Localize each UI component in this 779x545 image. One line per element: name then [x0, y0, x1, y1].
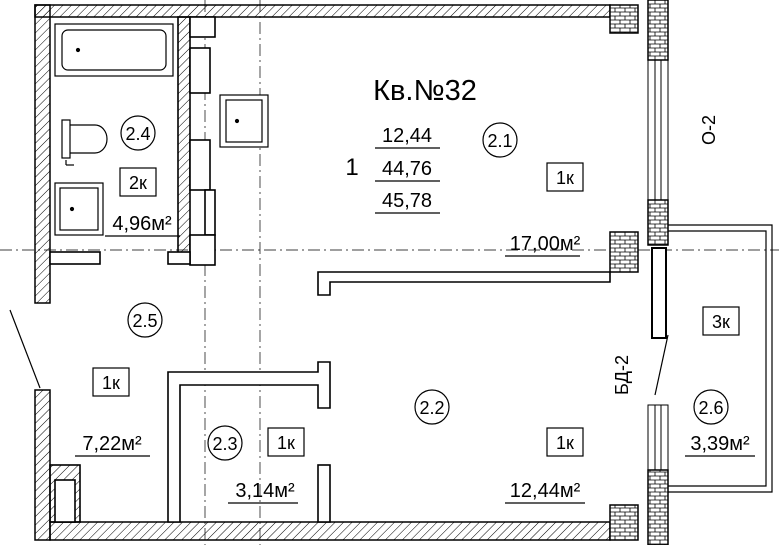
exterior-walls: [34, 0, 669, 545]
room-code: 1к: [556, 433, 574, 453]
axis-label-o2: О-2: [699, 115, 719, 145]
apartment-summary: Кв.№32 1 12,44 44,76 45,78: [345, 75, 477, 214]
room-code: 1к: [556, 168, 574, 188]
room-id: 2.2: [419, 398, 444, 418]
interior-walls: [49, 16, 611, 523]
area-living: 12,44: [382, 125, 432, 147]
room-code: 1к: [102, 373, 120, 393]
room-code: 2к: [129, 173, 147, 193]
room-id: 2.5: [132, 311, 157, 331]
rooms-count: 1: [345, 154, 358, 181]
room-code: 3к: [712, 312, 730, 332]
room-2-4: 2.4 2к 4,96м²: [105, 115, 180, 237]
room-2-2: 2.2 1к 12,44м²: [414, 389, 585, 504]
room-id: 2.4: [125, 124, 150, 144]
apartment-title: Кв.№32: [373, 75, 477, 107]
room-2-3: 2.3 1к 3,14м²: [207, 425, 305, 504]
windows: [647, 59, 669, 471]
entrance-door: [9, 309, 41, 389]
kitchen-sink: [219, 94, 269, 148]
area-with-balcony: 45,78: [382, 190, 432, 212]
room-area: 12,44м²: [510, 480, 581, 502]
area-total: 44,76: [382, 158, 432, 180]
room-2-6: 2.6 3к 3,39м²: [685, 306, 755, 457]
room-id: 2.3: [212, 434, 237, 454]
toilet: [61, 119, 108, 166]
balcony: [654, 224, 773, 493]
room-2-5: 2.5 1к 7,22м²: [75, 302, 163, 457]
room-area: 7,22м²: [82, 433, 142, 455]
room-id: 2.1: [487, 131, 512, 151]
axis-label-bd2: БД-2: [612, 355, 632, 395]
room-code: 1к: [277, 433, 295, 453]
room-area: 3,14м²: [235, 480, 295, 502]
room-id: 2.6: [698, 398, 723, 418]
room-area: 3,39м²: [690, 433, 750, 455]
bathtub: [54, 23, 174, 77]
room-2-1: 2.1 1к 17,00м²: [482, 122, 584, 257]
room-area: 17,00м²: [510, 233, 581, 255]
room-area: 4,96м²: [112, 213, 172, 235]
bathroom-sink: [54, 182, 104, 236]
